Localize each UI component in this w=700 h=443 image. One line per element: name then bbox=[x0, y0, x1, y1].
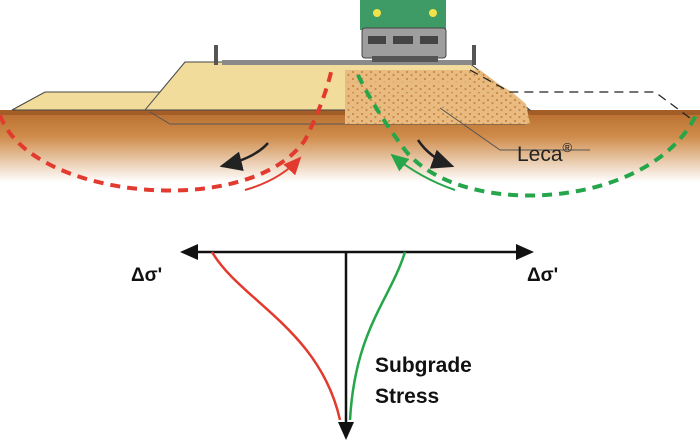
rail-post-left-icon bbox=[214, 45, 218, 65]
delta-sigma-right-label: Δσ' bbox=[527, 265, 559, 286]
stress-axes bbox=[180, 244, 534, 440]
rail-post-right-icon bbox=[472, 45, 476, 65]
delta-sigma-left-label: Δσ' bbox=[131, 265, 163, 286]
green-slip-curve bbox=[356, 74, 698, 198]
original-embankment-outline bbox=[469, 69, 691, 119]
leca-label: Leca® bbox=[517, 140, 572, 167]
leca-leader-line bbox=[439, 107, 590, 151]
right-soil-movement-arrow bbox=[416, 139, 455, 169]
train-icon bbox=[360, 0, 447, 62]
left-soil-movement-arrow bbox=[219, 142, 269, 172]
registered-mark: ® bbox=[562, 140, 573, 155]
subgrade-line-2: Stress bbox=[375, 385, 440, 408]
subgrade-stress-label: Subgrade Stress bbox=[375, 350, 472, 412]
subgrade-line-1: Subgrade bbox=[375, 354, 472, 377]
left-stress-arrow bbox=[244, 156, 302, 191]
red-stress-curve bbox=[210, 251, 342, 421]
track-bed bbox=[222, 60, 472, 65]
embankment-shoulder-line bbox=[144, 91, 161, 111]
right-stress-arrow bbox=[390, 153, 456, 191]
leca-text: Leca bbox=[517, 143, 563, 166]
green-stress-curve bbox=[348, 251, 407, 421]
leca-fill-block bbox=[345, 70, 530, 124]
